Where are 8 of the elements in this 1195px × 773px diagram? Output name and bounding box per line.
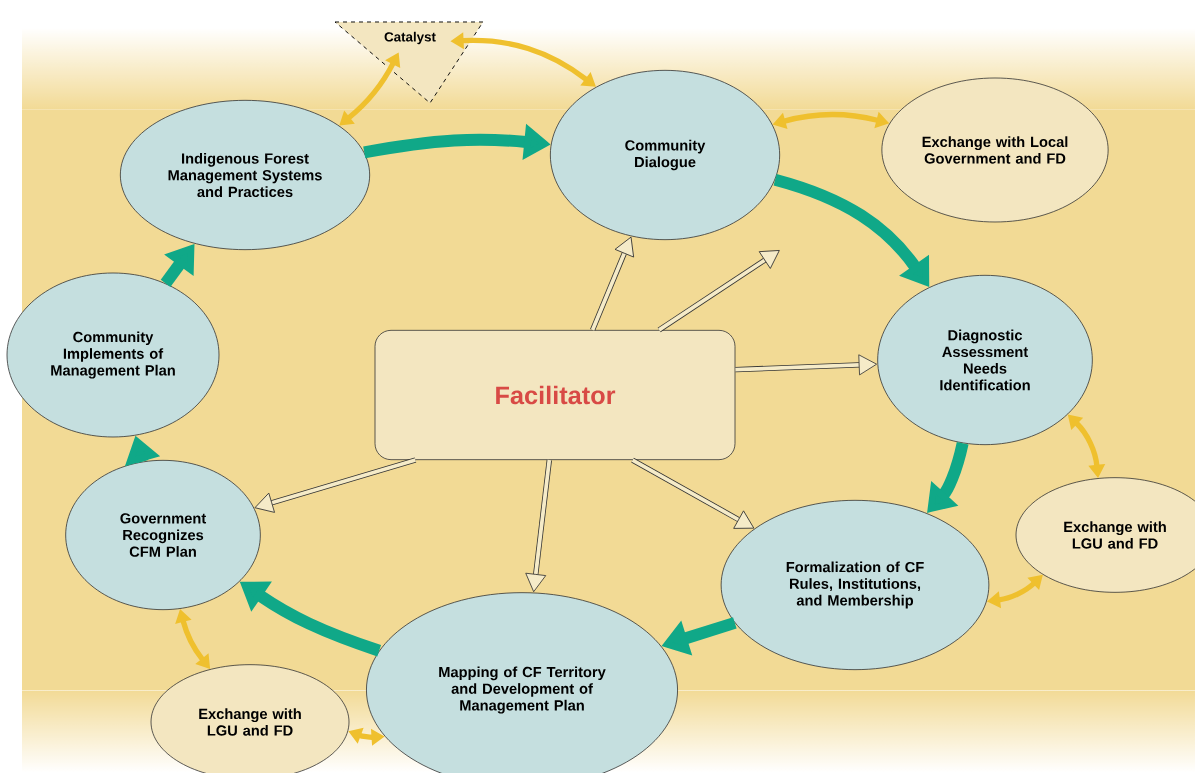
catalyst-triangle: Catalyst: [334, 21, 484, 104]
arrow: [590, 236, 635, 331]
arrow: [254, 457, 417, 513]
facilitator-box: Facilitator: [374, 329, 736, 461]
arrow: [657, 250, 780, 333]
arrow: [735, 354, 877, 376]
arrow: [525, 459, 552, 593]
arrow: [631, 457, 755, 529]
